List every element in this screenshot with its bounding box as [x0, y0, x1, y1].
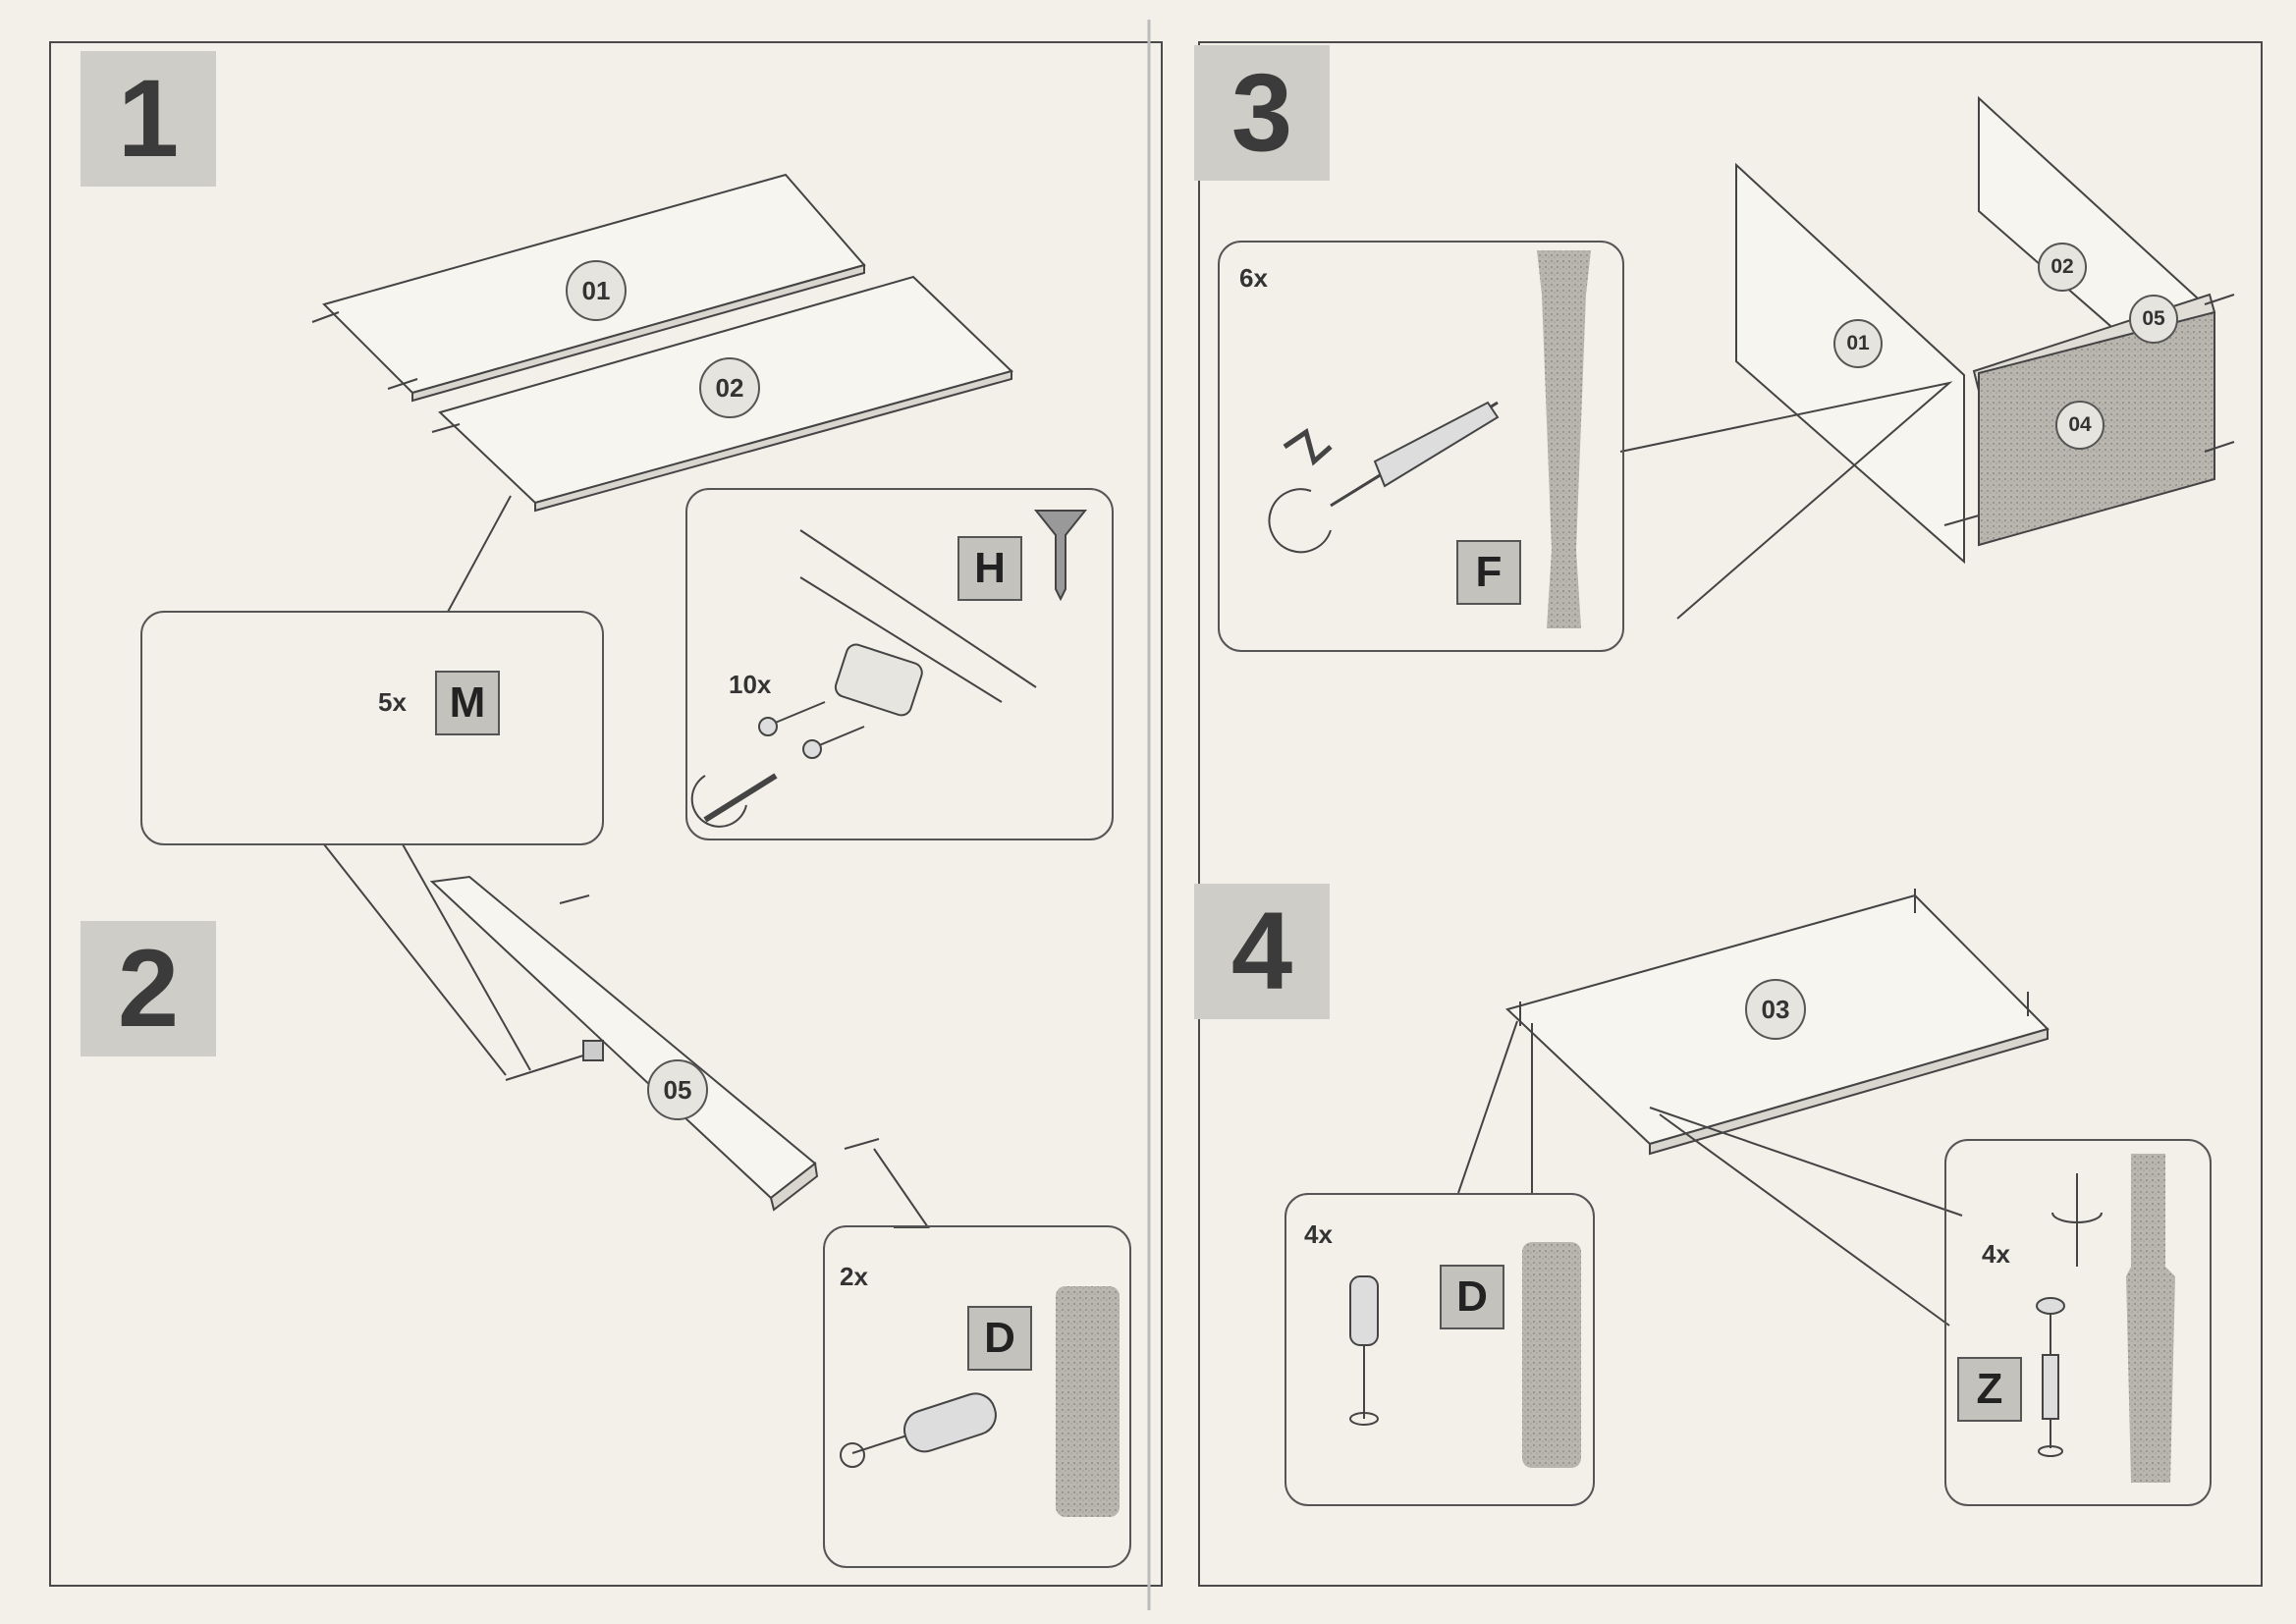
panel-01-edge: [411, 263, 865, 403]
part-label-05-step3: 05: [2129, 295, 2178, 344]
left-page-frame: [49, 41, 1163, 1587]
step-2-number: 2: [81, 921, 216, 1056]
part-label-05: 05: [647, 1059, 708, 1120]
callout-z-quantity: 4x: [1982, 1239, 2010, 1269]
callout-d-step2-quantity: 2x: [840, 1262, 868, 1291]
allen-key: [1283, 427, 1333, 466]
dowel-d-detail: [1056, 1286, 1120, 1517]
leader-f: [1619, 381, 1953, 620]
callout-h-quantity: 10x: [729, 670, 772, 699]
panel-03-edge: [1649, 1027, 2049, 1156]
step-4-number: 4: [1194, 884, 1330, 1019]
cam-bolt-z-detail: [2126, 1154, 2175, 1483]
callout-h: [685, 488, 1114, 840]
panel-05-edge: [769, 1162, 819, 1212]
part-label-02-step3: 02: [2038, 243, 2087, 292]
callout-f: [1218, 241, 1624, 652]
callout-d-step2: [823, 1225, 1131, 1568]
leader-d-step2: [873, 1148, 930, 1228]
callout-z-letter: Z: [1957, 1357, 2022, 1422]
callout-z: [1944, 1139, 2212, 1506]
part-label-01: 01: [566, 260, 627, 321]
callout-d-step4-quantity: 4x: [1304, 1219, 1333, 1249]
dowel-d: [903, 1392, 997, 1453]
panel-02-edge: [534, 369, 1012, 513]
callout-d-step4-letter: D: [1440, 1265, 1504, 1329]
leader-m: [363, 495, 512, 615]
callout-f-quantity: 6x: [1239, 263, 1268, 293]
part-label-04-step3: 04: [2055, 401, 2105, 450]
right-page-frame: [1198, 41, 2263, 1587]
callout-d-step2-letter: D: [967, 1306, 1032, 1371]
step-3-number: 3: [1194, 45, 1330, 181]
screw-f-detail: [1537, 250, 1591, 628]
part-label-02: 02: [699, 357, 760, 418]
screw-f: [1373, 401, 1500, 488]
leader-d-step4: [1457, 1020, 1518, 1194]
callout-m-letter: M: [435, 671, 500, 735]
step-1-number: 1: [81, 51, 216, 187]
callout-d-step4: [1285, 1193, 1595, 1506]
dowel-d-step4-detail: [1522, 1242, 1581, 1468]
part-label-01-step3: 01: [1833, 319, 1883, 368]
panel-05: [429, 875, 817, 1200]
callout-h-letter: H: [957, 536, 1022, 601]
callout-f-letter: F: [1456, 540, 1521, 605]
cam-fitting-h: [834, 643, 923, 717]
callout-m-quantity: 5x: [378, 687, 407, 717]
callout-m: [140, 611, 604, 845]
leader-z: [1649, 1107, 1963, 1217]
screw-h-icon: [1033, 510, 1088, 602]
part-label-03: 03: [1745, 979, 1806, 1040]
